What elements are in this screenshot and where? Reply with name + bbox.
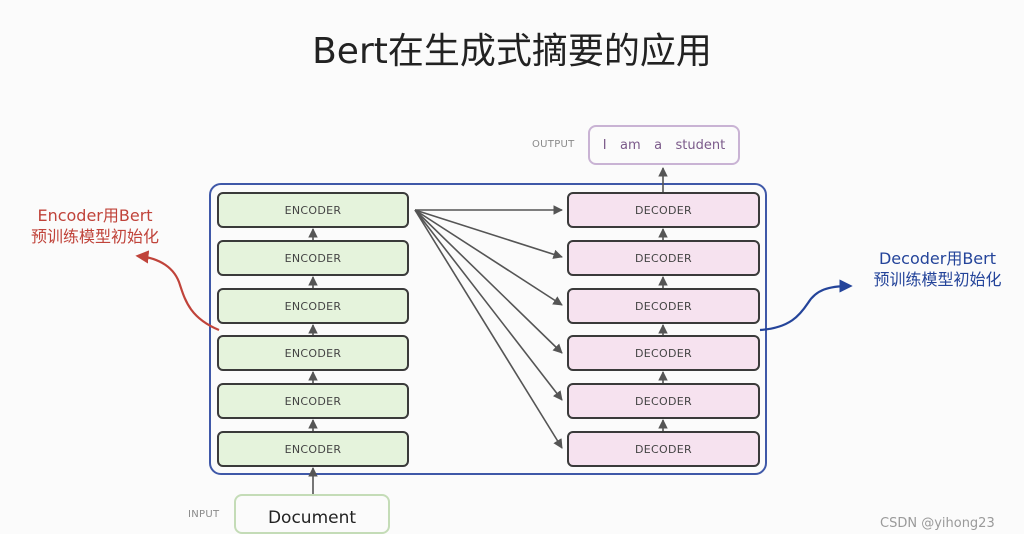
output-token: a bbox=[654, 137, 663, 153]
encoder-block: ENCODER bbox=[217, 431, 409, 467]
arrow bbox=[414, 209, 563, 306]
output-token: I bbox=[602, 137, 607, 153]
encoder-init-note-line1: Encoder用Bert bbox=[37, 206, 153, 225]
decoder-block: DECODER bbox=[567, 240, 760, 276]
decoder-init-note-line2: 预训练模型初始化 bbox=[873, 270, 1002, 289]
arrow bbox=[414, 209, 563, 259]
decoder-init-note: Decoder用Bert 预训练模型初始化 bbox=[850, 248, 1024, 290]
encoder-init-note: Encoder用Bert 预训练模型初始化 bbox=[10, 205, 180, 247]
encoder-block: ENCODER bbox=[217, 240, 409, 276]
encoder-block: ENCODER bbox=[217, 335, 409, 371]
decoder-block: DECODER bbox=[567, 383, 760, 419]
decoder-block: DECODER bbox=[567, 288, 760, 324]
decoder-block: DECODER bbox=[567, 335, 760, 371]
encoder-block: ENCODER bbox=[217, 192, 409, 228]
decoder-init-note-line1: Decoder用Bert bbox=[878, 249, 996, 268]
arrow bbox=[414, 209, 563, 401]
encoder-annotation-arrow bbox=[135, 250, 220, 332]
input-text: Document bbox=[267, 508, 357, 528]
page-title: Bert在生成式摘要的应用 bbox=[312, 31, 712, 72]
decoder-block: DECODER bbox=[567, 192, 760, 228]
output-token: am bbox=[620, 137, 641, 153]
arrow bbox=[414, 209, 563, 449]
output-box: I am a student bbox=[588, 125, 740, 165]
input-label: INPUT bbox=[188, 509, 220, 520]
output-label: OUTPUT bbox=[532, 139, 575, 150]
arrow bbox=[414, 209, 563, 354]
encoder-block: ENCODER bbox=[217, 288, 409, 324]
cross-attention-arrows bbox=[414, 205, 563, 449]
decoder-annotation-arrow bbox=[759, 279, 853, 332]
encoder-block: ENCODER bbox=[217, 383, 409, 419]
encoder-init-note-line2: 预训练模型初始化 bbox=[30, 227, 159, 246]
decoder-block: DECODER bbox=[567, 431, 760, 467]
output-token: student bbox=[675, 137, 726, 153]
